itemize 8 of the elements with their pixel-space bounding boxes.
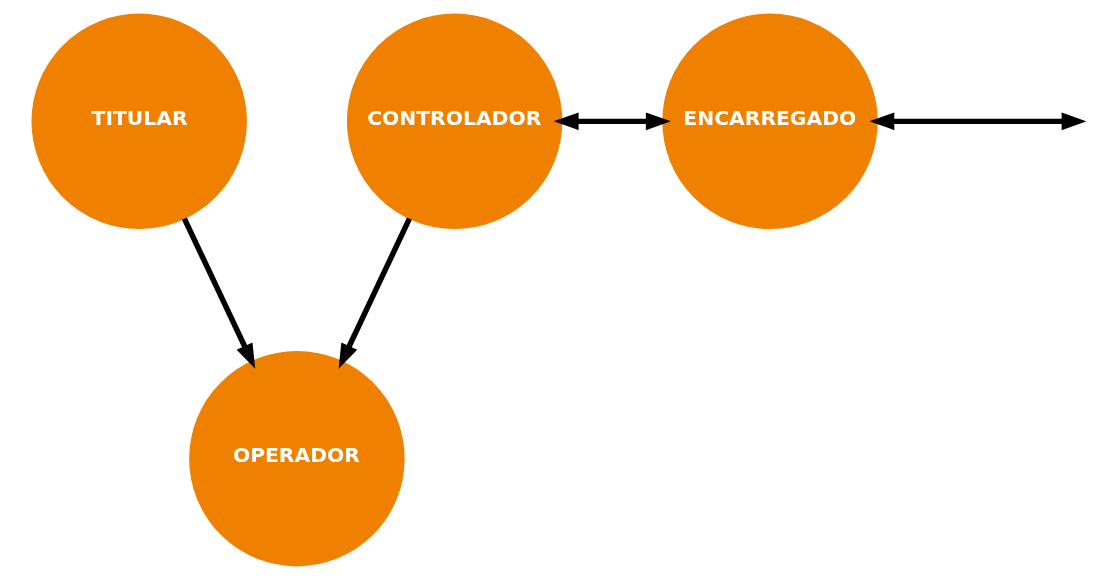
- arrow: [869, 112, 1086, 131]
- arrow: [181, 217, 256, 369]
- node-circle: TITULAR: [31, 13, 247, 230]
- node-circle: OPERADOR: [189, 350, 405, 567]
- arrow: [338, 217, 412, 369]
- arrow: [553, 112, 671, 131]
- node-circle: CONTROLADOR: [346, 13, 563, 230]
- node-circle: ENCARREGADO: [662, 13, 878, 230]
